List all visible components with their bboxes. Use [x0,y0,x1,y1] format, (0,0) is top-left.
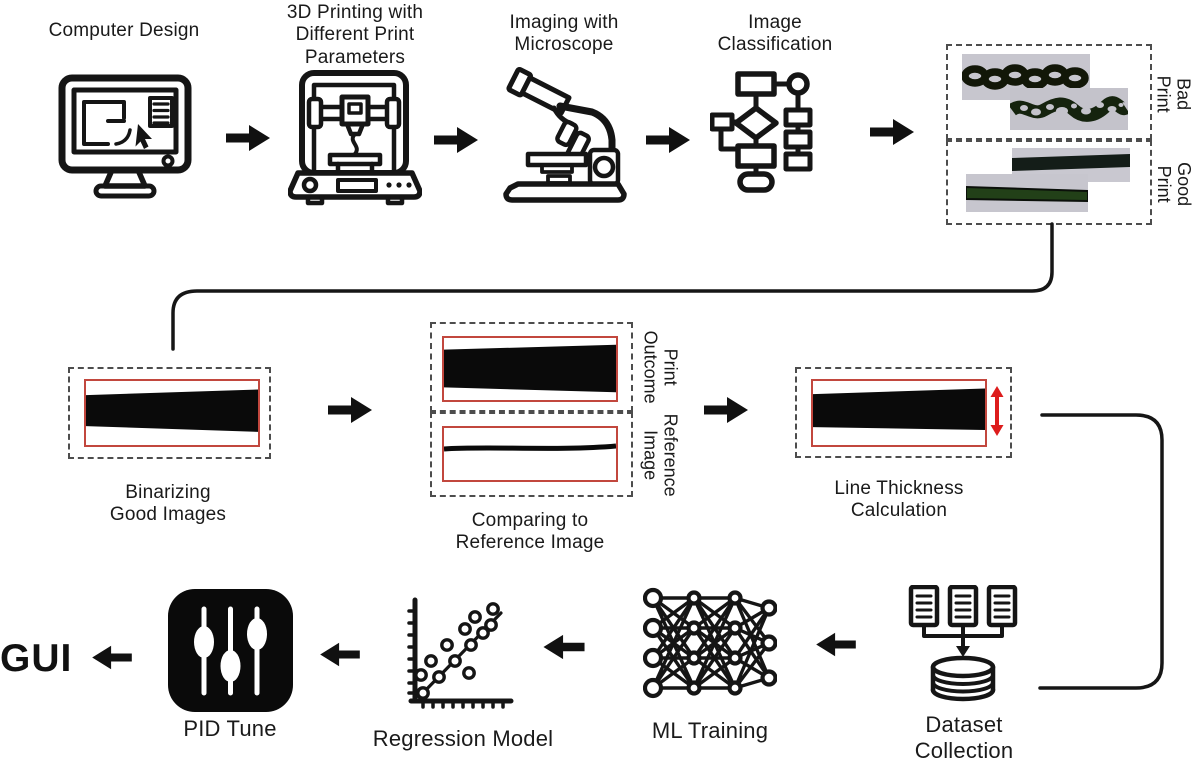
arrow-right-icon [646,125,690,155]
computer-monitor-icon [58,74,192,206]
imaging-label: Imaging with Microscope [509,12,619,56]
regression-caption: Regression Model [372,726,554,751]
arrow-left-icon [816,631,856,658]
comparing-caption: Comparing to Reference Image [455,510,605,554]
print-outcome-image [442,336,618,402]
classification-label: Image Classification [717,12,833,56]
line-thickness-caption: Line Thickness Calculation [834,478,964,522]
thickness-measure-arrow-icon [989,386,1005,436]
reference-image-label: Reference Image [641,413,682,497]
arrow-left-icon [542,633,586,661]
arrow-right-icon [704,395,748,425]
regression-plot-icon [403,595,518,713]
line-thickness-image [811,379,987,447]
arrow-right-icon [226,123,270,153]
binarizing-panel [68,367,271,459]
good-print-photo-2 [966,174,1088,212]
arrow-right-icon [870,117,914,147]
arrow-left-icon [320,641,360,668]
good-print-label: Good Print [1153,161,1195,207]
reference-image [442,426,618,482]
flowchart-icon [710,68,838,198]
printing-label: 3D Printing with Different Print Paramet… [286,2,424,68]
arrow-right-icon [434,125,478,155]
microscope-icon [502,62,642,204]
print-outcome-label: Print Outcome [641,330,682,404]
dataset-caption: Dataset Collection [914,712,1014,760]
neural-network-icon [643,583,777,701]
ml-training-caption: ML Training [651,718,769,743]
binarized-image [84,379,260,447]
bad-print-label: Bad Print [1153,75,1195,113]
arrow-left-icon [92,644,132,671]
reference-image-panel [430,412,633,497]
pid-tune-caption: PID Tune [183,716,277,741]
line-thickness-panel [795,367,1012,458]
computer-design-label: Computer Design [48,20,200,41]
arrow-right-icon [328,395,372,425]
binarizing-caption: Binarizing Good Images [109,482,227,526]
3d-printer-icon [288,70,422,206]
pid-tune-icon [168,589,293,712]
bad-print-panel [946,44,1152,140]
gui-label: GUI [0,637,73,680]
dataset-collection-icon [903,585,1023,707]
bad-print-photo-2 [1010,88,1128,130]
